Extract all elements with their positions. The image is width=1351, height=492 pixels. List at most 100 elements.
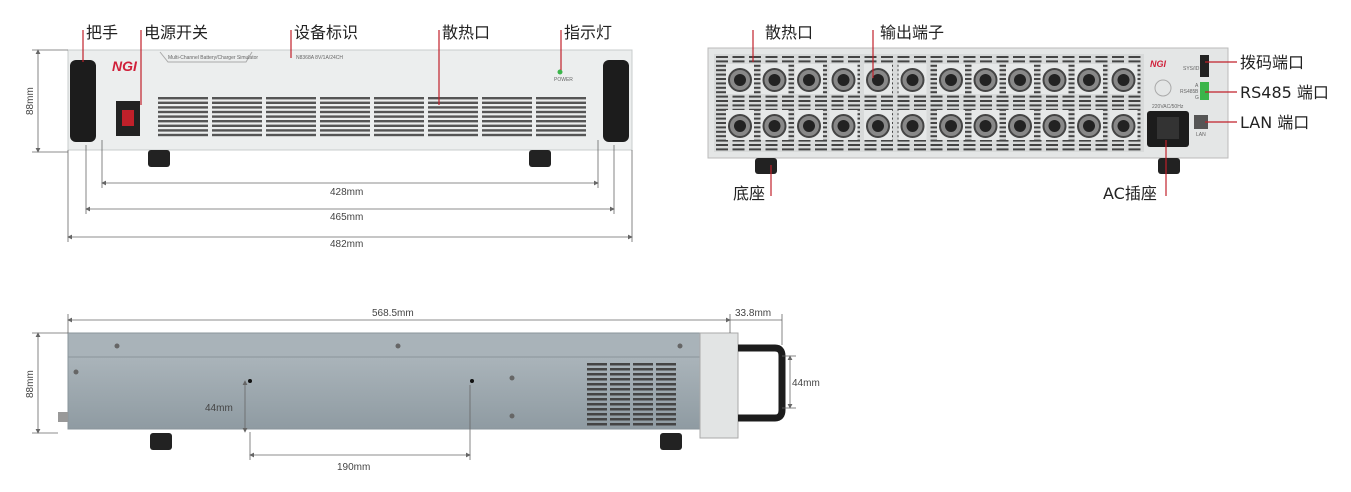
vent-slot — [536, 124, 586, 127]
vent-slot — [482, 133, 532, 137]
vent-slot — [320, 97, 370, 100]
output-terminal-icon — [1075, 110, 1103, 140]
power-rating: 220VAC/50Hz — [1152, 104, 1184, 110]
vent-slot — [320, 124, 370, 127]
callout-rs485-port: RS485 端口 — [1240, 83, 1329, 102]
handle-height-dim: 44mm — [792, 378, 820, 389]
svg-text:G: G — [1195, 95, 1199, 101]
vent-slot — [320, 106, 370, 109]
vent-slot — [212, 129, 262, 132]
front-foot — [148, 150, 170, 167]
callout-handle: 把手 — [86, 23, 118, 42]
callout-output-terminals: 输出端子 — [880, 23, 944, 42]
mid-width-dim: 465mm — [330, 212, 363, 223]
vent-slot — [374, 115, 424, 118]
output-terminals — [726, 64, 1138, 140]
callout-base: 底座 — [733, 184, 765, 203]
length-dim: 568.5mm — [372, 308, 414, 319]
vent-slot — [158, 97, 208, 100]
vent-slot — [158, 110, 208, 114]
output-terminal-icon — [726, 64, 754, 94]
vent-slot — [536, 97, 586, 100]
output-terminal-icon — [971, 110, 1000, 140]
handle-depth-dim: 33.8mm — [735, 308, 771, 319]
vent-slot — [320, 101, 370, 104]
front-panel — [67, 49, 633, 151]
front-view: NGI Multi-Channel Battery/Charger Simula… — [25, 23, 633, 250]
vent-slot — [536, 110, 586, 114]
callout-dip-port: 拨码端口 — [1240, 53, 1304, 72]
svg-text:B: B — [1195, 89, 1199, 95]
side-vents — [587, 363, 676, 426]
side-height-dim: 88mm — [25, 370, 36, 398]
output-terminal-icon — [898, 64, 927, 94]
vent-slot — [158, 120, 208, 123]
vent-slot — [212, 110, 262, 114]
rear-foot — [755, 158, 777, 174]
lan-port-icon — [1194, 115, 1208, 129]
rack-bracket — [699, 332, 739, 439]
vent-slot — [374, 120, 424, 123]
output-terminal-icon — [795, 64, 823, 94]
callout-rear-vent: 散热口 — [765, 23, 813, 42]
vent-slot — [482, 101, 532, 104]
callout-power-switch: 电源开关 — [144, 23, 208, 42]
vent-slot — [428, 101, 478, 104]
vent-slot — [320, 120, 370, 123]
right-handle-icon — [603, 60, 629, 142]
callout-vent: 散热口 — [442, 23, 490, 42]
rear-view: NGI SYS/ID RS485 A B G 220VAC/50Hz LAN 散… — [707, 23, 1329, 203]
vent-slot — [212, 106, 262, 109]
panel-title: Multi-Channel Battery/Charger Simulator — [168, 55, 258, 61]
output-terminal-icon — [971, 64, 1000, 94]
output-terminal-icon — [760, 64, 789, 94]
ground-post-icon — [58, 412, 68, 422]
side-body — [67, 356, 731, 430]
vent-slot — [212, 120, 262, 123]
vent-slot — [428, 133, 478, 137]
indicator-label: POWER — [554, 77, 573, 83]
vent-slot — [428, 129, 478, 132]
vent-slot — [320, 110, 370, 114]
vent-slot — [320, 129, 370, 132]
vent-slot — [158, 101, 208, 104]
output-terminal-icon — [1006, 110, 1034, 140]
output-terminal-icon — [1040, 64, 1069, 94]
vent-slot — [428, 124, 478, 127]
vent-slot — [482, 120, 532, 123]
callout-device-label: 设备标识 — [294, 23, 358, 42]
vent-slot — [374, 124, 424, 127]
output-terminal-icon — [898, 110, 927, 140]
vent-slot — [374, 97, 424, 100]
vent-slot — [266, 101, 316, 104]
lan-label: LAN — [1196, 132, 1206, 138]
model-label: N8368A 8V/1A/24CH — [296, 55, 343, 61]
ground-icon — [1154, 79, 1172, 97]
side-foot — [150, 433, 172, 450]
output-terminal-icon — [864, 110, 892, 140]
side-handle-icon — [738, 344, 786, 422]
vent-slot — [158, 124, 208, 127]
output-terminal-icon — [1006, 64, 1034, 94]
vent-slot — [266, 97, 316, 100]
rs485-label: RS485 — [1180, 89, 1196, 95]
vent-slot — [536, 115, 586, 118]
full-width-dim: 482mm — [330, 239, 363, 250]
power-indicator-icon — [557, 69, 563, 75]
output-terminal-icon — [726, 110, 754, 140]
rs485-connector-icon — [1200, 82, 1209, 100]
vent-slot — [212, 115, 262, 118]
rear-logo: NGI — [1150, 59, 1167, 69]
svg-text:A: A — [1195, 83, 1199, 89]
output-terminal-icon — [1109, 64, 1138, 94]
vent-slot — [536, 106, 586, 109]
vent-slot — [482, 106, 532, 109]
front-foot — [529, 150, 551, 167]
dip-switch-icon — [1200, 55, 1209, 77]
vent-slot — [212, 133, 262, 137]
vent-slot — [158, 133, 208, 137]
vent-slot — [428, 110, 478, 114]
vent-slot — [482, 124, 532, 127]
vent-slot — [212, 101, 262, 104]
vent-slot — [428, 120, 478, 123]
